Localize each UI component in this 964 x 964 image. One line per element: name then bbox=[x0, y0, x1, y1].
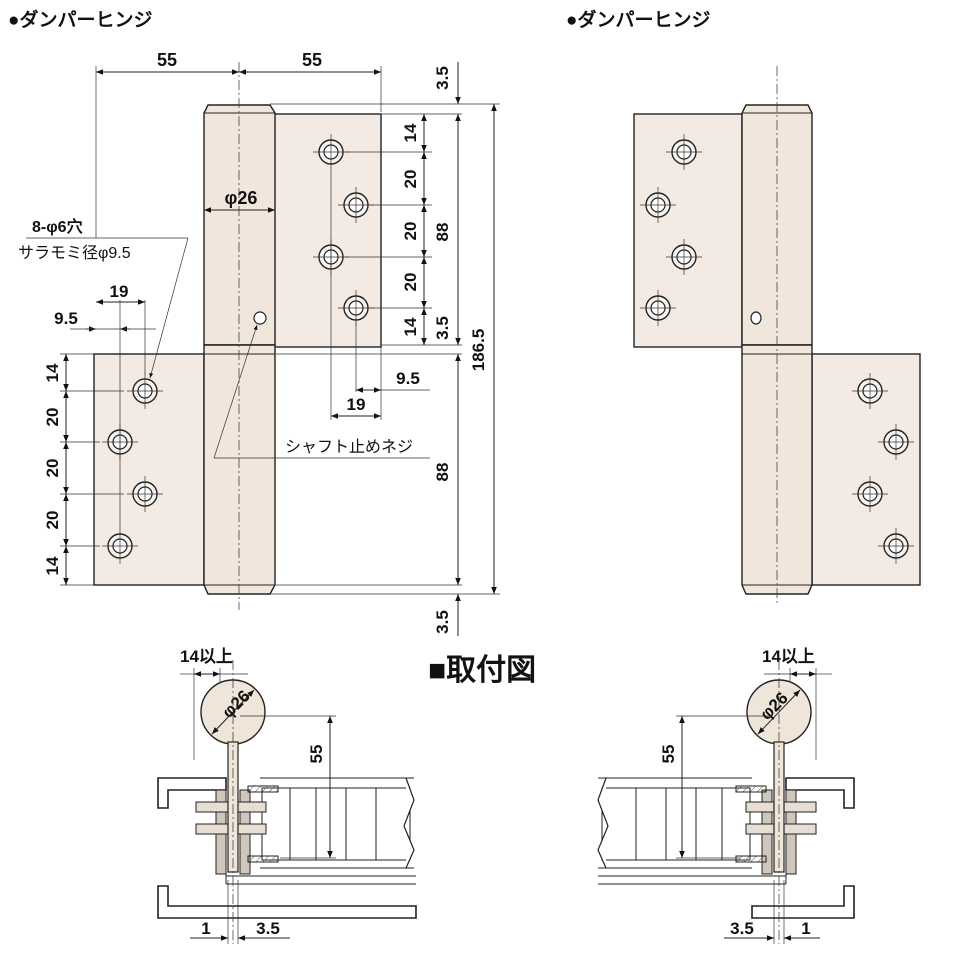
dim-total-height: 186.5 bbox=[469, 329, 488, 372]
install-right-3.5: 3.5 bbox=[730, 919, 754, 938]
right-lower-holes bbox=[852, 373, 914, 564]
hole-spec: 8-φ6穴 bbox=[32, 217, 83, 236]
dim-20-b: 20 bbox=[401, 222, 420, 241]
shaft-screw bbox=[253, 311, 267, 325]
right-upper-holes bbox=[640, 134, 702, 326]
install-title: ■取付図 bbox=[428, 654, 536, 687]
install-right-55: 55 bbox=[659, 745, 678, 764]
upper-vertical-dims: 14 20 20 20 14 bbox=[345, 113, 462, 346]
install-right-1: 1 bbox=[801, 919, 810, 938]
dim-20-c: 20 bbox=[401, 273, 420, 292]
dim-9.5-right: 9.5 bbox=[396, 369, 420, 388]
right-shaft-screw bbox=[750, 311, 762, 325]
dim-14-top: 14 bbox=[401, 123, 420, 142]
knuckle-lower bbox=[203, 344, 276, 595]
left-vertical-dims: 14 20 20 20 14 bbox=[43, 353, 124, 586]
install-left-min: 14以上 bbox=[180, 647, 233, 666]
left-dim-20-b: 20 bbox=[43, 459, 62, 478]
frame-lower bbox=[157, 885, 417, 919]
left-dim-20-c: 20 bbox=[43, 511, 62, 530]
countersink-spec: サラモミ径φ9.5 bbox=[18, 244, 131, 262]
install-right-min: 14以上 bbox=[762, 647, 815, 666]
dim-14-bot: 14 bbox=[401, 317, 420, 336]
install-left-3.5: 3.5 bbox=[256, 919, 280, 938]
knuckle-upper bbox=[203, 104, 276, 346]
shaft-screw-label: シャフト止めネジ bbox=[285, 438, 413, 456]
install-left-1: 1 bbox=[201, 919, 210, 938]
dim-3.5-mid: 3.5 bbox=[433, 316, 452, 340]
dim-gap-top: 3.5 bbox=[433, 66, 452, 90]
left-dim-14-bot: 14 bbox=[43, 556, 62, 575]
dim-19-left: 19 bbox=[110, 282, 129, 301]
install-left-55: 55 bbox=[307, 745, 326, 764]
left-hinge: 55 55 φ26 8-φ6穴 サラモミ径φ9.5 19 9.5 bbox=[18, 50, 500, 636]
right-title: ●ダンパーヒンジ bbox=[566, 8, 710, 31]
dim-width-a: 55 bbox=[157, 50, 177, 70]
install-right: 14以上 φ26 55 bbox=[597, 647, 855, 944]
dim-phi26: φ26 bbox=[225, 188, 258, 208]
install-left: 14以上 φ26 bbox=[157, 647, 417, 944]
dim-width-b: 55 bbox=[302, 50, 322, 70]
dim-9.5-left: 9.5 bbox=[54, 309, 78, 328]
dim-gap-bottom: 3.5 bbox=[433, 610, 452, 634]
left-dim-14-top: 14 bbox=[43, 363, 62, 382]
dim-88-lower: 88 bbox=[433, 463, 452, 482]
left-title: ●ダンパーヒンジ bbox=[8, 8, 152, 31]
dim-20-a: 20 bbox=[401, 170, 420, 189]
left-dim-20-a: 20 bbox=[43, 408, 62, 427]
dim-19-right: 19 bbox=[347, 395, 366, 414]
dim-88-upper: 88 bbox=[433, 223, 452, 242]
right-frame-lower bbox=[751, 885, 855, 919]
right-hinge bbox=[633, 66, 921, 604]
